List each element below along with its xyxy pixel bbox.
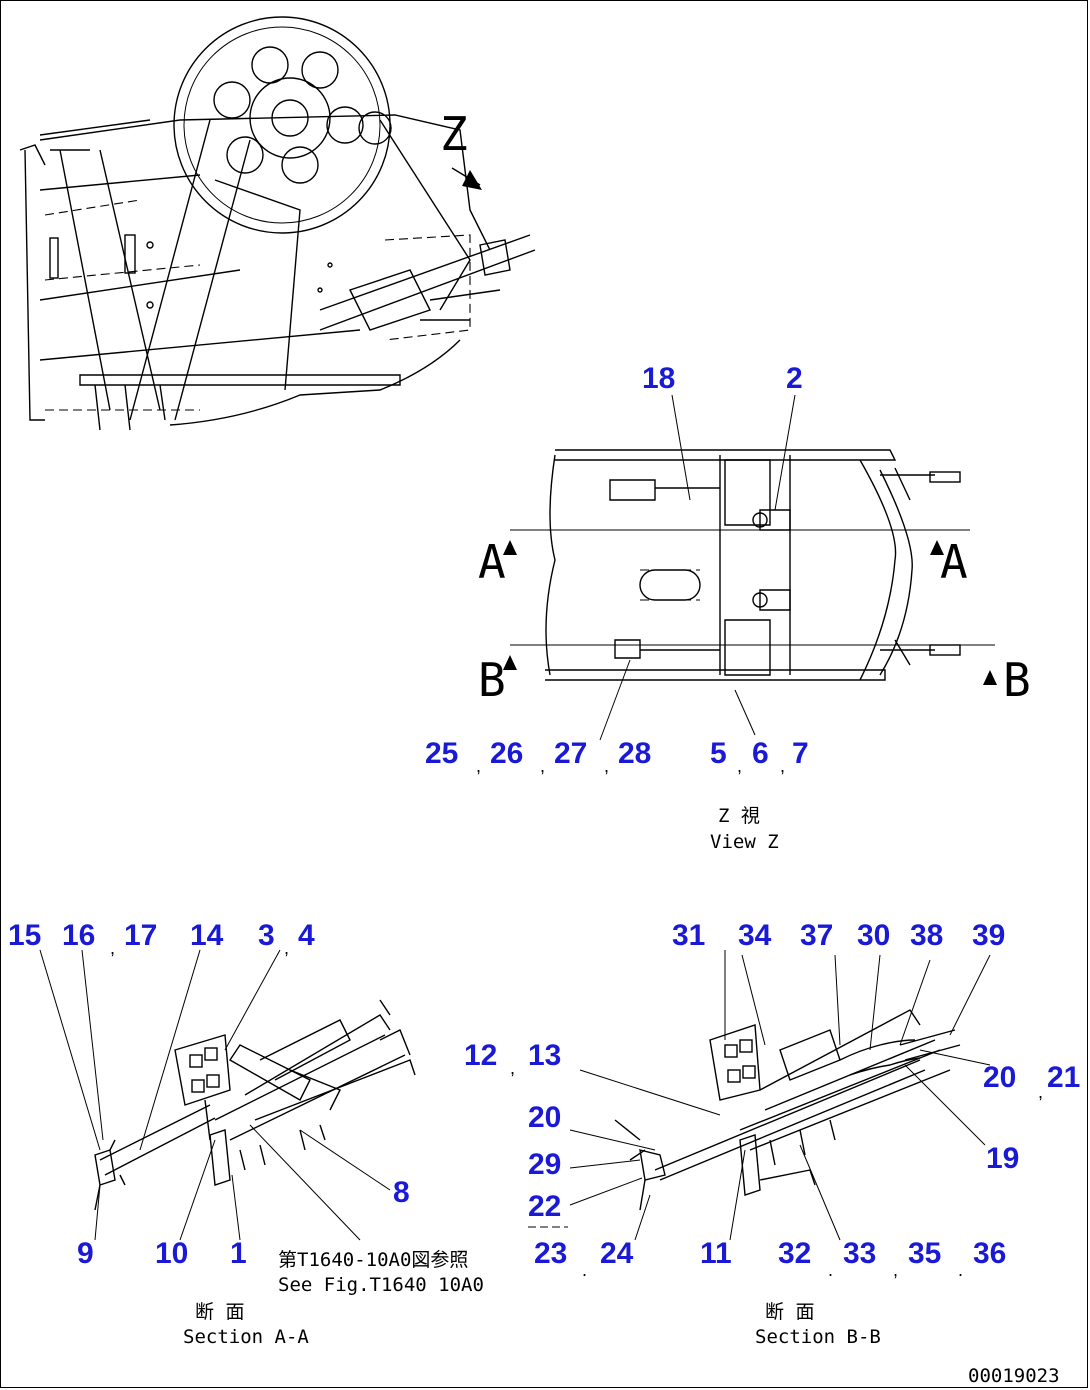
svg-text:,: , [737, 756, 742, 776]
callout-26: 26 [490, 737, 523, 770]
callout-27: 27 [554, 737, 587, 770]
callout-16: 16 [62, 919, 95, 952]
callout-19: 19 [986, 1142, 1019, 1175]
callout-33: 33 [843, 1237, 876, 1270]
view-z-caption-jp: Z 視 [718, 805, 760, 827]
callout-35: 35 [908, 1237, 941, 1270]
section-bb-drawing [569, 950, 991, 1241]
callout-36: 36 [973, 1237, 1006, 1270]
callout-9: 9 [77, 1237, 94, 1270]
callout-20-right: 20 [983, 1061, 1016, 1094]
svg-text:,: , [476, 756, 481, 776]
callout-21: 21 [1047, 1061, 1080, 1094]
callout-10: 10 [155, 1237, 188, 1270]
callout-8: 8 [393, 1176, 410, 1209]
section-a-left-label: A [478, 535, 506, 589]
callout-7: 7 [792, 737, 809, 770]
callout-20-left: 20 [528, 1101, 561, 1134]
callout-5: 5 [710, 737, 727, 770]
view-z-marker: Z [440, 107, 468, 161]
callout-24: 24 [600, 1237, 634, 1270]
main-assembly-view: Z [19, 16, 536, 431]
callout-14: 14 [190, 919, 224, 952]
svg-text:.: . [582, 1260, 587, 1280]
svg-text:,: , [893, 1260, 898, 1280]
section-aa-caption-jp: 断 面 [195, 1301, 244, 1323]
reference-note-jp: 第T1640-10A0図参照 [278, 1249, 468, 1271]
callout-18: 18 [642, 362, 675, 395]
svg-text:,: , [510, 1058, 515, 1078]
callout-38: 38 [910, 919, 943, 952]
section-aa-drawing [39, 949, 416, 1241]
svg-text:.: . [828, 1260, 833, 1280]
section-a-right-label: A [940, 535, 968, 589]
callout-1: 1 [230, 1237, 247, 1270]
section-b-left-label: B [478, 653, 506, 707]
callout-2: 2 [786, 362, 803, 395]
callout-17: 17 [124, 919, 157, 952]
callout-30: 30 [857, 919, 890, 952]
callout-15: 15 [8, 919, 41, 952]
callout-39: 39 [972, 919, 1005, 952]
drawing-number: 00019023 [968, 1365, 1060, 1387]
callout-22: 22 [528, 1190, 561, 1223]
callout-13: 13 [528, 1039, 561, 1072]
svg-text:.: . [958, 1260, 963, 1280]
section-b-right-label: B [1003, 653, 1031, 707]
callout-12: 12 [464, 1039, 497, 1072]
callout-29: 29 [528, 1148, 561, 1181]
svg-text:,: , [1038, 1082, 1043, 1102]
callout-32: 32 [778, 1237, 811, 1270]
view-z-caption-en: View Z [710, 831, 779, 853]
section-bb-caption-jp: 断 面 [765, 1301, 814, 1323]
svg-text:,: , [540, 756, 545, 776]
callout-3: 3 [258, 919, 275, 952]
reference-note-en: See Fig.T1640 10A0 [278, 1274, 484, 1296]
svg-text:,: , [604, 756, 609, 776]
callout-34: 34 [738, 919, 772, 952]
section-aa-caption-en: Section A-A [183, 1326, 309, 1348]
callout-37: 37 [800, 919, 833, 952]
svg-text:,: , [780, 756, 785, 776]
callout-4: 4 [298, 919, 315, 952]
callout-6: 6 [752, 737, 769, 770]
callout-11: 11 [700, 1237, 732, 1270]
callout-28: 28 [618, 737, 651, 770]
svg-text:,: , [284, 938, 289, 958]
svg-text:,: , [110, 938, 115, 958]
callout-25: 25 [425, 737, 458, 770]
callout-23: 23 [534, 1237, 567, 1270]
section-bb-caption-en: Section B-B [755, 1326, 881, 1348]
view-z-drawing: A A B B [478, 394, 1031, 741]
callout-31: 31 [672, 919, 705, 952]
